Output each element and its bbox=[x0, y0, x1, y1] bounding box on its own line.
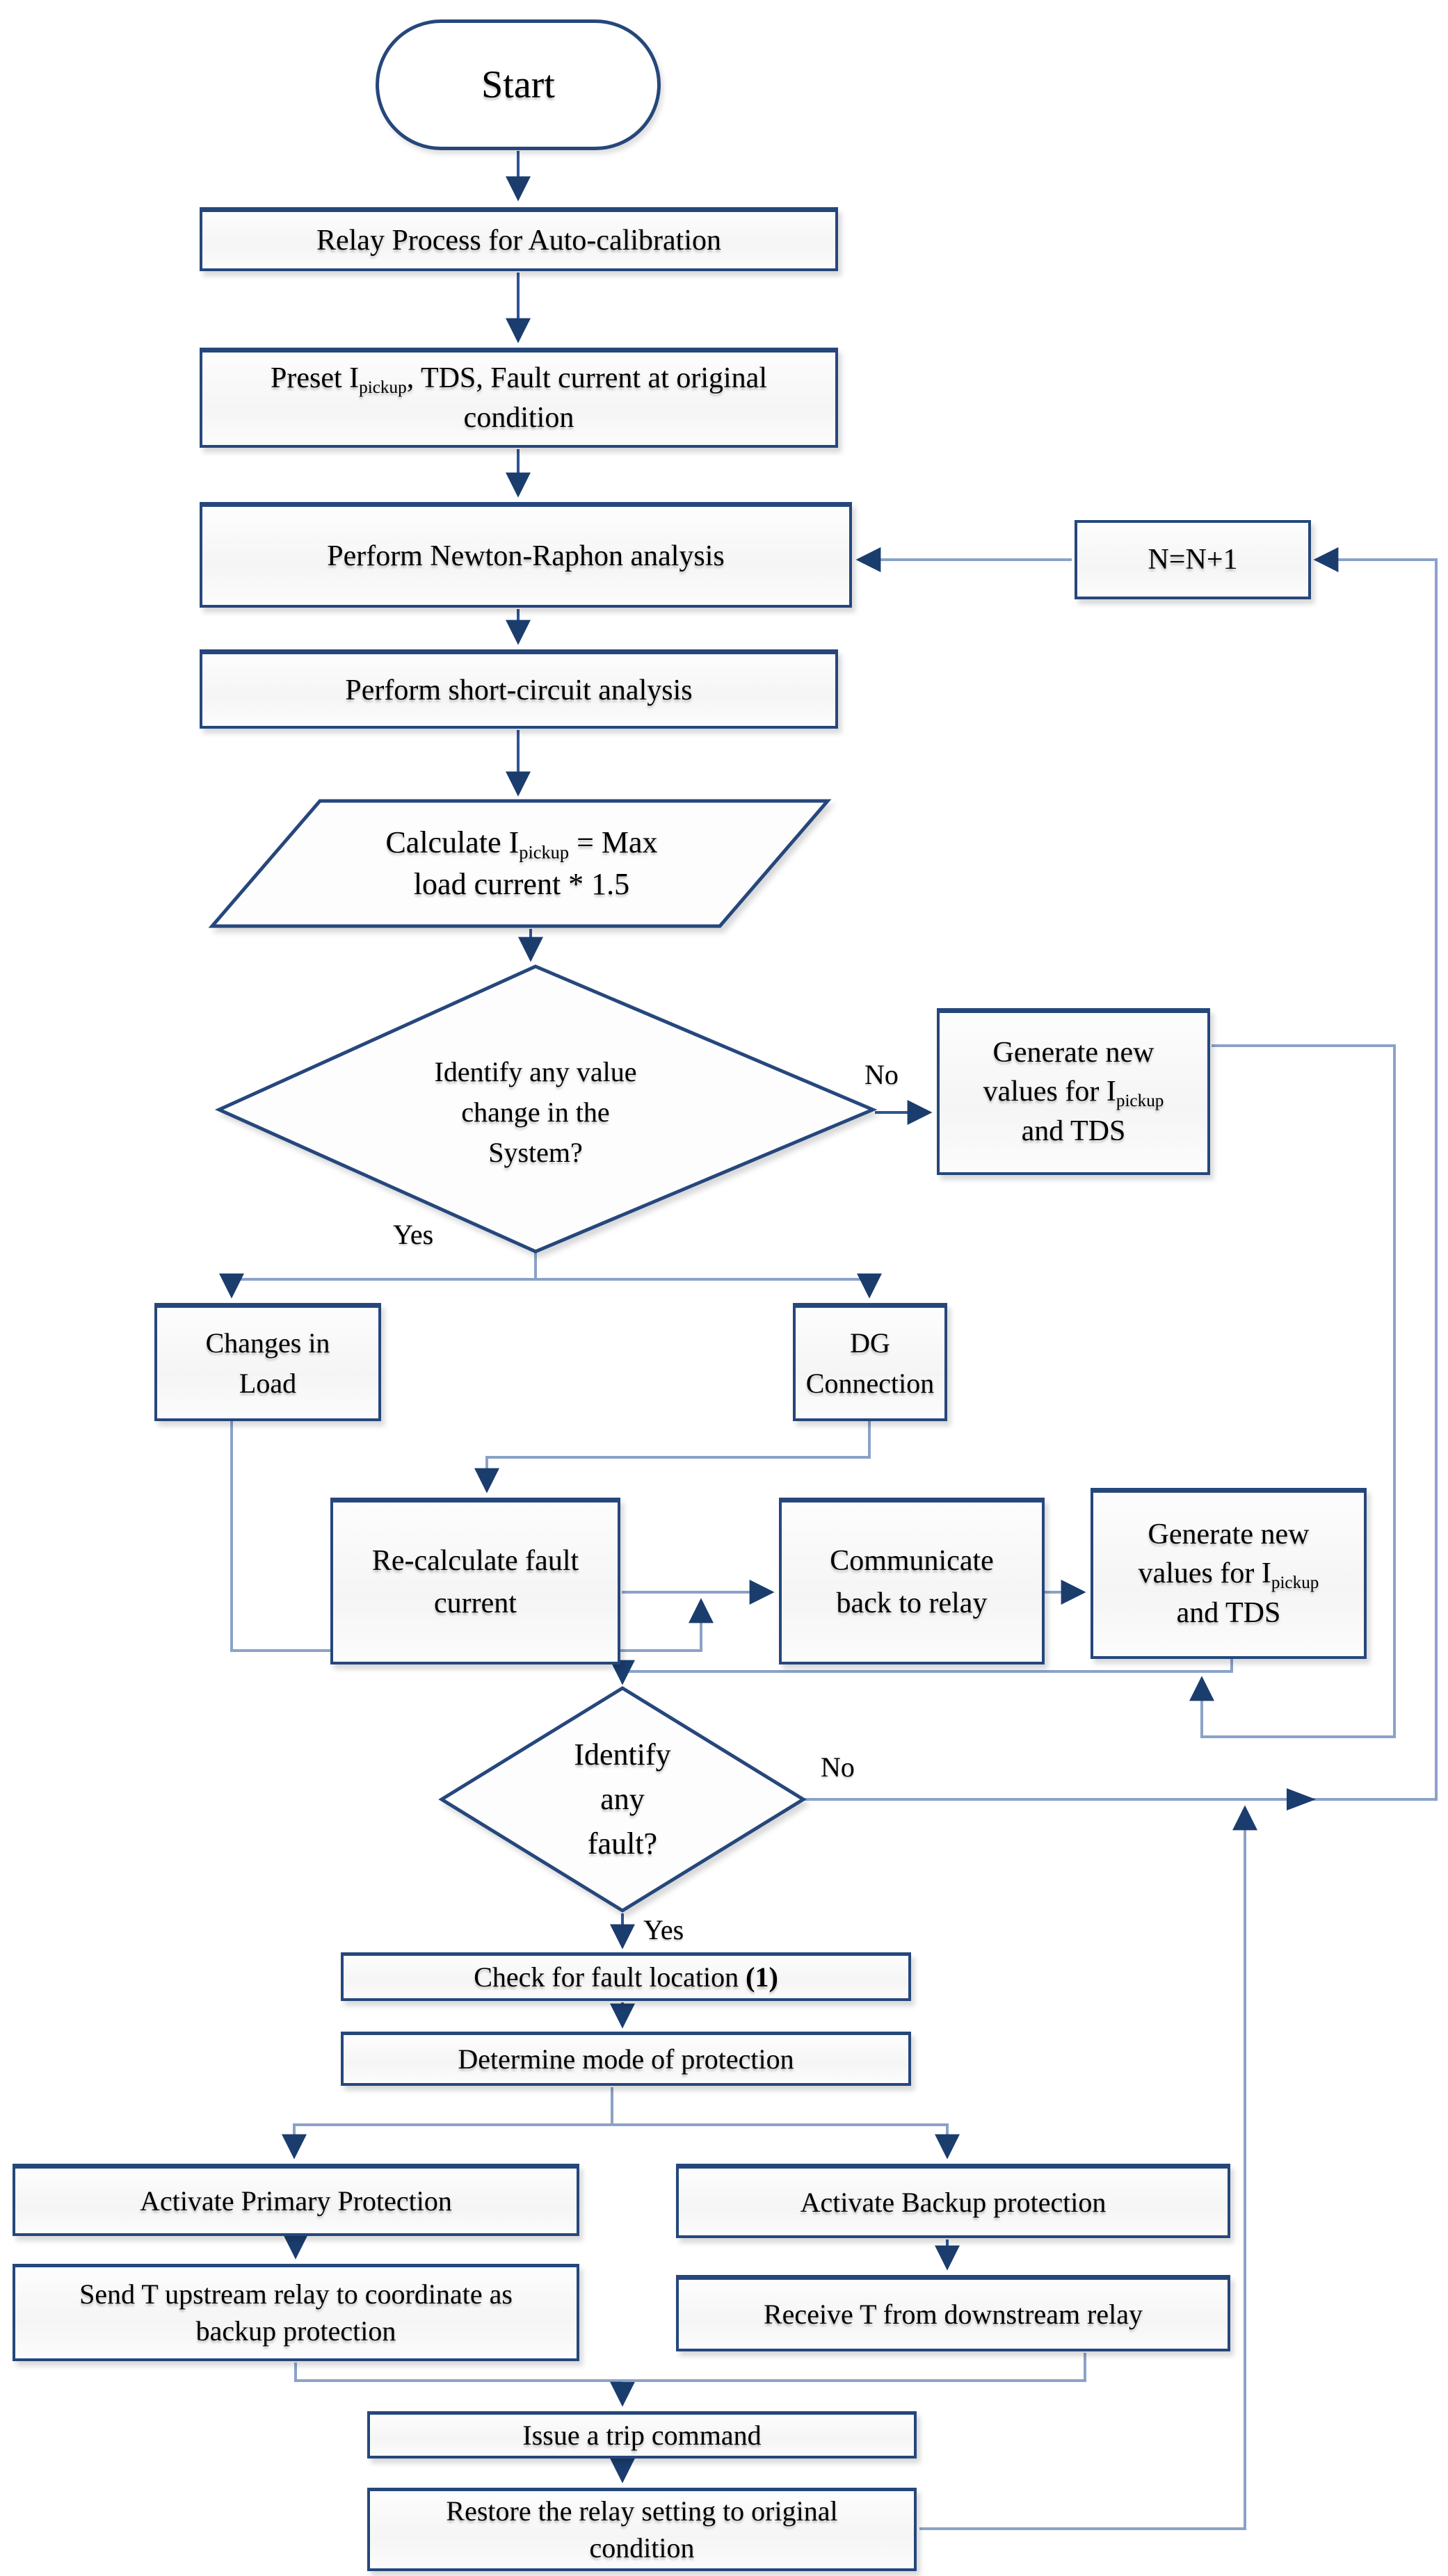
node-recalculate-fault: Re-calculate fault current bbox=[330, 1498, 620, 1664]
determine-mode-label: Determine mode of protection bbox=[458, 2043, 794, 2075]
node-communicate-relay: Communicate back to relay bbox=[779, 1498, 1045, 1664]
edge-split-to-primary bbox=[282, 2123, 612, 2160]
label-value-change-no: No bbox=[864, 1059, 899, 1090]
node-dg-connection: DG Connection bbox=[793, 1303, 947, 1421]
node-restore-setting: Restore the relay setting to original co… bbox=[367, 2488, 917, 2571]
node-newton-raphon: Perform Newton-Raphon analysis bbox=[200, 502, 852, 608]
calculate-line2: load current * 1.5 bbox=[413, 867, 630, 902]
edge-yes-to-changes bbox=[219, 1273, 536, 1299]
label-fault-no: No bbox=[821, 1751, 855, 1783]
node-issue-trip: Issue a trip command bbox=[367, 2411, 917, 2458]
node-changes-in-load: Changes in Load bbox=[154, 1303, 381, 1421]
preset-line2: condition bbox=[463, 402, 574, 435]
node-fault-decision: Identify any fault? bbox=[574, 1737, 671, 1861]
calculate-line1: Calculate Ipickup = Max bbox=[385, 825, 658, 863]
node-determine-mode: Determine mode of protection bbox=[341, 2032, 911, 2086]
node-generate-new-mid: Generate new values for Ipickup and TDS bbox=[1091, 1488, 1367, 1659]
short-circuit-label: Perform short-circuit analysis bbox=[345, 674, 693, 706]
issue-trip-label: Issue a trip command bbox=[522, 2420, 762, 2451]
generate-mid-line2: values for Ipickup bbox=[1138, 1557, 1319, 1592]
node-n-increment: N=N+1 bbox=[1075, 520, 1311, 599]
newton-label: Perform Newton-Raphon analysis bbox=[327, 540, 725, 572]
label-fault-yes: Yes bbox=[643, 1914, 684, 1945]
edge-dg-to-recalc bbox=[474, 1421, 871, 1493]
edge-restore-feedback bbox=[919, 1805, 1257, 2530]
node-value-change-decision: Identify any value change in the System? bbox=[434, 1056, 637, 1168]
node-short-circuit: Perform short-circuit analysis bbox=[200, 649, 838, 729]
node-activate-backup: Activate Backup protection bbox=[676, 2164, 1230, 2238]
activate-backup-label: Activate Backup protection bbox=[800, 2186, 1107, 2218]
parallelogram-calculate-shape bbox=[208, 799, 832, 928]
node-generate-new-right: Generate new values for Ipickup and TDS bbox=[937, 1008, 1210, 1175]
edge-generate-to-fault bbox=[610, 1659, 1233, 1685]
node-start: Start bbox=[376, 19, 661, 150]
node-receive-t-downstream: Receive T from downstream relay bbox=[676, 2275, 1230, 2351]
edge-generate-right-loop bbox=[1189, 1044, 1396, 1738]
n-increment-label: N=N+1 bbox=[1148, 544, 1238, 576]
node-calculate-pickup: Calculate Ipickup = Max load current * 1… bbox=[264, 808, 779, 919]
node-relay-process: Relay Process for Auto-calibration bbox=[200, 207, 838, 271]
node-activate-primary: Activate Primary Protection bbox=[13, 2164, 579, 2236]
label-value-change-yes: Yes bbox=[393, 1219, 434, 1250]
node-check-fault-location: Check for fault location (1) bbox=[341, 1952, 911, 2001]
edge-yes-to-dg bbox=[536, 1273, 882, 1299]
edge-sendt-to-issue bbox=[294, 2363, 635, 2407]
arrowhead-fault-no-mid bbox=[1287, 1788, 1316, 1811]
diamond-value-change-shape bbox=[214, 964, 878, 1254]
generate-right-line2: values for Ipickup bbox=[983, 1075, 1164, 1110]
edge-split-to-backup bbox=[612, 2123, 960, 2160]
receive-t-label: Receive T from downstream relay bbox=[764, 2299, 1143, 2330]
relay-process-label: Relay Process for Auto-calibration bbox=[316, 224, 721, 257]
node-preset: Preset Ipickup, TDS, Fault current at or… bbox=[200, 348, 838, 448]
preset-line1: Preset Ipickup, TDS, Fault current at or… bbox=[271, 362, 767, 398]
check-fault-label: Check for fault location (1) bbox=[474, 1961, 778, 1993]
start-label: Start bbox=[481, 63, 555, 106]
edge-receive-to-issue bbox=[622, 2353, 1086, 2382]
diamond-fault-shape bbox=[438, 1686, 807, 1913]
activate-primary-label: Activate Primary Protection bbox=[140, 2185, 452, 2217]
node-send-t-upstream: Send T upstream relay to coordinate as b… bbox=[13, 2264, 579, 2361]
edge-fault-no-loop bbox=[805, 547, 1438, 1801]
